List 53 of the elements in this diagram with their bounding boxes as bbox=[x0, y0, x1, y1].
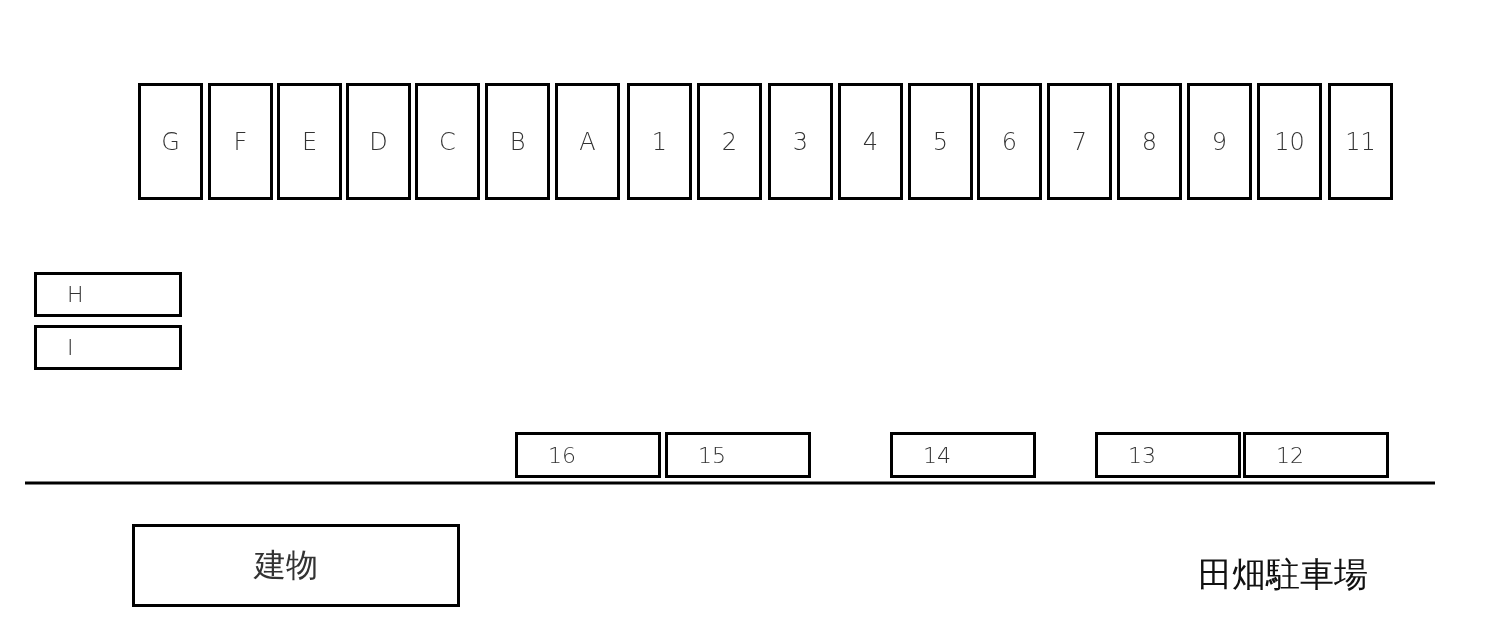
parking-space bbox=[697, 83, 762, 200]
parking-space bbox=[977, 83, 1042, 200]
space-label: C bbox=[439, 127, 456, 156]
parking-space bbox=[908, 83, 973, 200]
parking-space bbox=[1243, 432, 1389, 478]
parking-space bbox=[1328, 83, 1393, 200]
parking-space bbox=[1095, 432, 1241, 478]
space-label: 10 bbox=[1274, 127, 1305, 156]
building-box bbox=[132, 524, 460, 607]
space-label: 1 bbox=[651, 127, 668, 156]
parking-space bbox=[768, 83, 833, 200]
space-label: 14 bbox=[923, 442, 951, 468]
parking-space bbox=[1047, 83, 1112, 200]
space-label: 5 bbox=[932, 127, 949, 156]
space-label: 3 bbox=[792, 127, 809, 156]
parking-space bbox=[277, 83, 342, 200]
parking-space bbox=[346, 83, 411, 200]
parking-space bbox=[1257, 83, 1322, 200]
space-label: F bbox=[233, 127, 248, 156]
parking-space bbox=[485, 83, 550, 200]
parking-space bbox=[138, 83, 203, 200]
building-label: 建物 bbox=[254, 544, 318, 586]
space-label: 2 bbox=[721, 127, 738, 156]
space-label: D bbox=[369, 127, 388, 156]
space-label: 16 bbox=[548, 442, 576, 468]
space-label: 11 bbox=[1345, 127, 1376, 156]
parking-space bbox=[838, 83, 903, 200]
space-label: G bbox=[161, 127, 180, 156]
parking-space bbox=[515, 432, 661, 478]
space-label: I bbox=[67, 335, 74, 360]
space-label: A bbox=[579, 127, 596, 156]
parking-space bbox=[665, 432, 811, 478]
space-label: 7 bbox=[1071, 127, 1088, 156]
parking-space bbox=[34, 325, 182, 370]
space-label: 9 bbox=[1211, 127, 1228, 156]
parking-space bbox=[1117, 83, 1182, 200]
space-label: 12 bbox=[1276, 442, 1304, 468]
parking-space bbox=[34, 272, 182, 317]
space-label: B bbox=[509, 127, 526, 156]
parking-space bbox=[208, 83, 273, 200]
parking-space bbox=[555, 83, 620, 200]
parking-space bbox=[1187, 83, 1252, 200]
lot-name: 田畑駐車場 bbox=[1198, 553, 1368, 596]
space-label: 13 bbox=[1128, 442, 1156, 468]
space-label: H bbox=[67, 282, 84, 307]
space-label: E bbox=[301, 127, 318, 156]
parking-space bbox=[627, 83, 692, 200]
space-label: 4 bbox=[862, 127, 879, 156]
space-label: 6 bbox=[1001, 127, 1018, 156]
parking-space bbox=[890, 432, 1036, 478]
parking-space bbox=[415, 83, 480, 200]
space-label: 8 bbox=[1141, 127, 1158, 156]
space-label: 15 bbox=[698, 442, 726, 468]
